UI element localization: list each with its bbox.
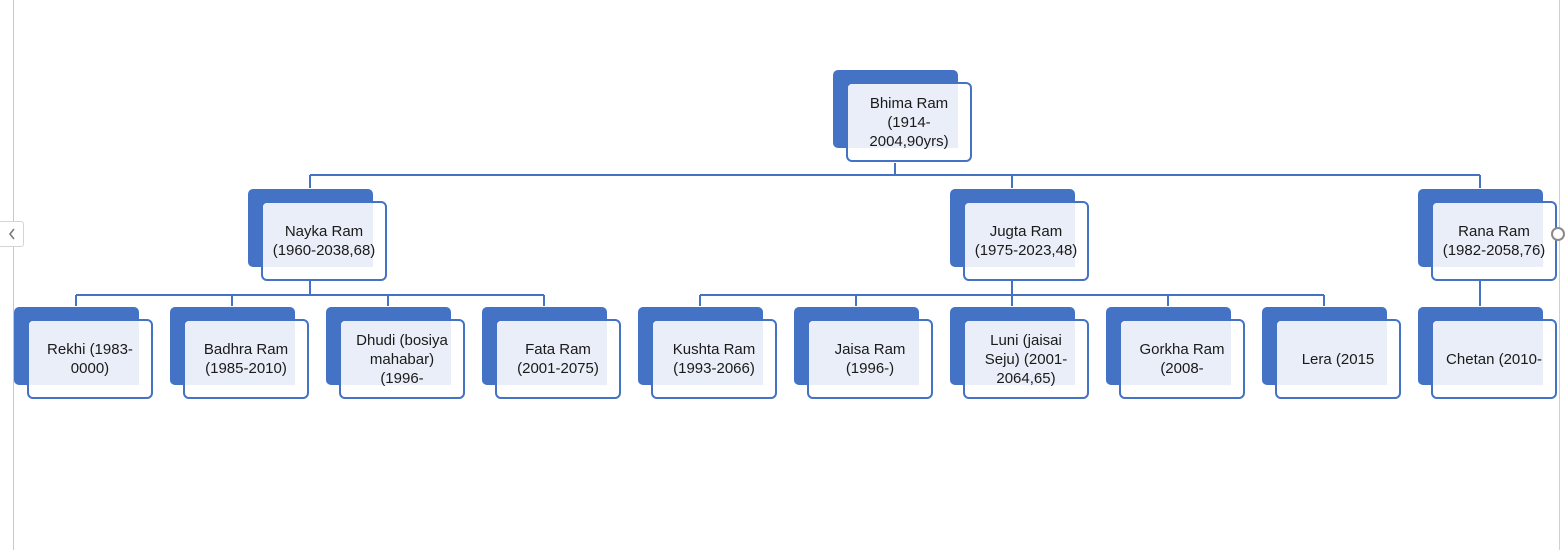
collapse-pane-button[interactable] bbox=[0, 221, 24, 247]
node-label: Jaisa Ram (1996-) bbox=[834, 341, 906, 377]
node-label: Kushta Ram (1993-2066) bbox=[672, 341, 756, 377]
resize-handle-icon[interactable] bbox=[1551, 227, 1565, 241]
chevron-left-icon bbox=[8, 228, 16, 240]
node-label: Dhudi (bosiya mahabar) (1996- bbox=[356, 331, 448, 387]
node-label: Lera (2015 bbox=[1301, 350, 1375, 368]
node-label: Luni (jaisai Seju) (2001- 2064,65) bbox=[984, 331, 1068, 387]
node-label: Jugta Ram (1975-2023,48) bbox=[974, 223, 1078, 259]
node-label: Bhima Ram (1914- 2004,90yrs) bbox=[869, 94, 949, 150]
node-label: Gorkha Ram (2008- bbox=[1139, 341, 1225, 377]
node-label: Chetan (2010- bbox=[1446, 350, 1542, 368]
node-label: Nayka Ram (1960-2038,68) bbox=[272, 223, 376, 259]
node-label: Rana Ram (1982-2058,76) bbox=[1442, 223, 1546, 259]
node-label: Fata Ram (2001-2075) bbox=[517, 341, 599, 377]
right-pane-border bbox=[1559, 0, 1560, 550]
node-label: Badhra Ram (1985-2010) bbox=[203, 341, 289, 377]
left-pane-border bbox=[13, 0, 14, 550]
node-label: Rekhi (1983- 0000) bbox=[47, 341, 133, 377]
